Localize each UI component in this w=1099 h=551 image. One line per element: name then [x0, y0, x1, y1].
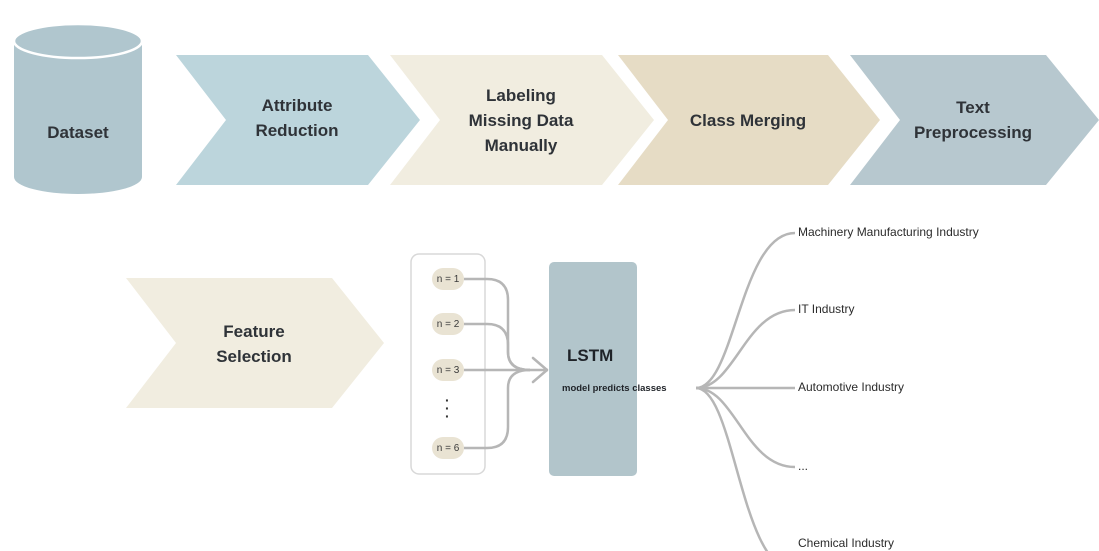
- labeling-missing-data-step: [390, 55, 654, 185]
- lstm-title: LSTM: [567, 346, 614, 365]
- class-merging-label: Class Merging: [668, 100, 828, 140]
- ngram-ellipsis: ···: [445, 392, 450, 424]
- attribute-reduction-step: [176, 55, 420, 185]
- dataset-text: Dataset: [47, 122, 109, 142]
- labeling-line-3: Manually: [484, 135, 558, 155]
- lstm-block: [549, 262, 637, 476]
- class-connectors: [695, 231, 796, 551]
- ngram-chip: n = 6: [432, 437, 464, 459]
- class-label: IT Industry: [798, 302, 855, 316]
- class-merging-step: [618, 55, 880, 185]
- attribute-reduction-label: Attribute Reduction: [226, 90, 368, 146]
- class-merging-text: Class Merging: [689, 110, 807, 130]
- text-preprocessing-line-1: Text: [956, 98, 990, 117]
- ngram-chip: n = 2: [432, 313, 464, 335]
- class-label: Automotive Industry: [798, 380, 905, 394]
- class-label: ...: [798, 459, 809, 473]
- class-label: Machinery Manufacturing Industry: [798, 225, 979, 239]
- text-preprocessing-label: Text Preprocessing: [900, 92, 1046, 148]
- ngram-connectors: [464, 277, 549, 450]
- class-label: Chemical Industry: [798, 536, 895, 550]
- text-preprocessing-line-2: Preprocessing: [913, 123, 1033, 142]
- labeling-line-1: Labeling: [486, 85, 556, 105]
- labeling-line-2: Missing Data: [468, 110, 574, 130]
- attribute-reduction-line-1: Attribute: [261, 96, 333, 115]
- dataset-cylinder: [12, 22, 144, 194]
- feature-selection-step: [126, 278, 384, 408]
- text-preprocessing-step: [850, 55, 1099, 185]
- lstm-subtitle: model predicts classes: [562, 383, 667, 394]
- dataset-label: Dataset: [14, 112, 142, 152]
- attribute-reduction-line-2: Reduction: [255, 121, 339, 140]
- feature-selection-label: Feature Selection: [176, 316, 332, 372]
- ngram-chip: n = 1: [432, 268, 464, 290]
- ngram-chip: n = 3: [432, 359, 464, 381]
- feature-selection-line-1: Feature: [223, 322, 285, 341]
- feature-selection-line-2: Selection: [216, 347, 292, 366]
- labeling-label: Labeling Missing Data Manually: [440, 78, 602, 162]
